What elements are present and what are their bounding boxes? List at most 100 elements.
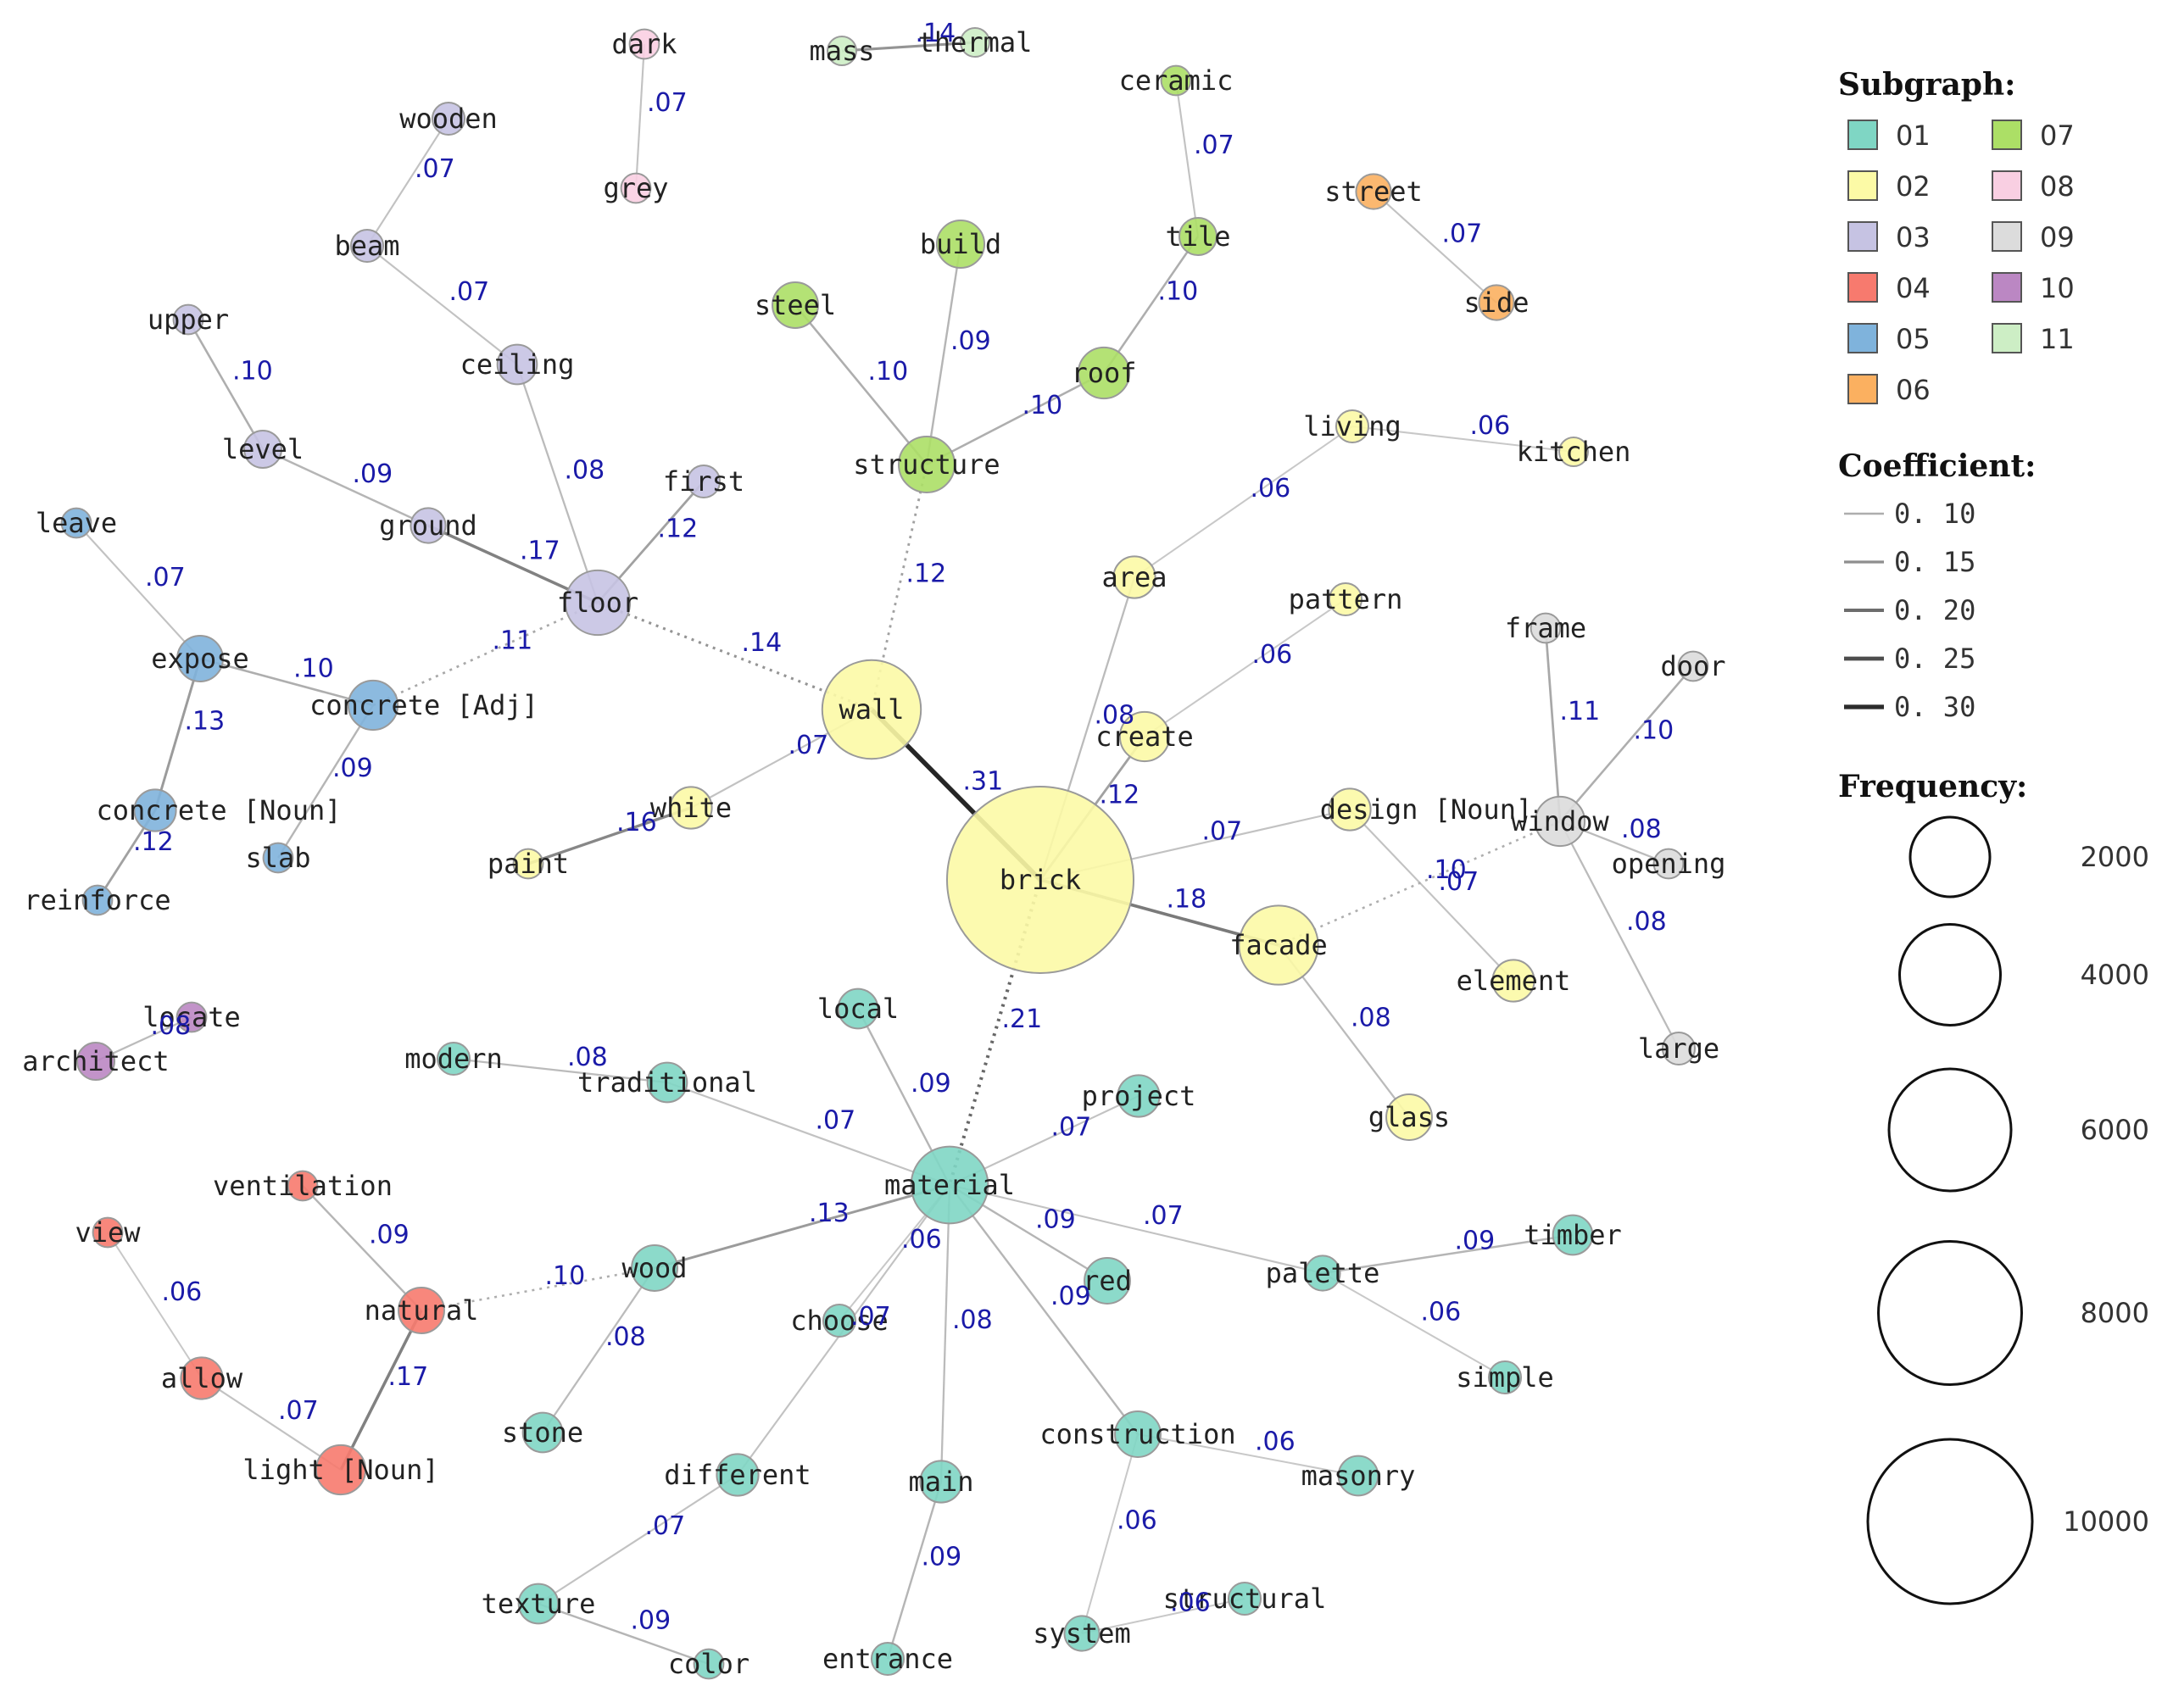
edge-weight-label: .13	[809, 1199, 850, 1228]
node-label: entrance	[822, 1643, 953, 1675]
node-slab: slab	[245, 842, 310, 874]
node-circle	[1077, 346, 1131, 400]
node-label: ceiling	[460, 348, 575, 381]
node-color: color	[668, 1648, 749, 1680]
node-ventilation: ventilation	[213, 1170, 393, 1202]
legend-swatch-03	[1847, 221, 1878, 252]
node-label: living	[1303, 410, 1401, 442]
node-label: floor	[557, 587, 638, 619]
edge-construction-system	[1081, 1433, 1139, 1634]
node-circle	[1355, 173, 1392, 210]
node-architect: architect	[22, 1042, 170, 1081]
legend-subgraph-label: 10	[2040, 272, 2075, 304]
edge-weight-label: .09	[1455, 1227, 1496, 1256]
node-circle	[693, 1648, 725, 1680]
node-label: expose	[151, 643, 249, 675]
edge-structure-build	[925, 243, 962, 465]
node-main: main	[908, 1460, 974, 1504]
node-label: brick	[1000, 864, 1081, 896]
legend-coefficient-label: 0. 30	[1894, 691, 1975, 723]
node-circle	[1304, 1255, 1341, 1292]
edge-weight-label: .07	[145, 563, 186, 593]
node-opening: opening	[1612, 848, 1726, 880]
node-light: light [Noun]	[242, 1444, 439, 1496]
node-circle	[133, 788, 177, 832]
node-circle	[1335, 409, 1370, 444]
legend-swatch-08	[1992, 170, 2022, 201]
node-circle	[821, 659, 922, 760]
node-circle	[919, 1460, 963, 1504]
edge-weight-label: .09	[332, 754, 373, 783]
node-label: local	[817, 993, 899, 1025]
edge-tile-ceramic	[1174, 80, 1200, 237]
edge-expose-leave	[75, 522, 201, 659]
edge-weight-label: .06	[162, 1277, 203, 1307]
edge-weight-label: .06	[1470, 411, 1511, 441]
edge-weight-label: .16	[616, 808, 657, 837]
node-circle	[837, 988, 879, 1030]
edge-white-paint	[527, 806, 692, 865]
node-leave: leave	[36, 507, 117, 539]
node-label: thermal	[918, 26, 1033, 58]
edge-wall-floor	[597, 601, 872, 711]
node-label: palette	[1266, 1257, 1380, 1289]
node-circle	[910, 1145, 989, 1225]
edge-weight-label: .12	[1100, 781, 1140, 810]
node-label: ventilation	[213, 1170, 393, 1202]
node-circle	[347, 679, 399, 732]
legend-subgraph-label: 02	[1896, 170, 1931, 203]
edge-weight-label: .31	[963, 767, 1004, 797]
edge-weight-label: .09	[911, 1069, 951, 1099]
edge-structure-steel	[794, 304, 928, 465]
node-circle	[646, 1061, 688, 1104]
edge-weight-label: .07	[415, 154, 455, 184]
edge-weight-label: .07	[278, 1396, 319, 1426]
edge-weight-label: .06	[1251, 474, 1291, 503]
edge-living-kitchen	[1351, 426, 1574, 453]
node-circle	[827, 36, 857, 66]
legend-subgraph-label: 01	[1896, 120, 1931, 152]
legend-frequency-circle	[1898, 923, 2002, 1026]
node-upper: upper	[148, 303, 229, 336]
node-circle	[172, 303, 204, 336]
edge-weight-label: .08	[1621, 815, 1662, 844]
node-beam: beam	[334, 228, 400, 264]
legend-coefficient-label: 0. 10	[1894, 498, 1975, 530]
node-view: view	[75, 1216, 141, 1249]
edge-ground-level	[262, 448, 429, 527]
legend-swatch-02	[1847, 170, 1878, 201]
legend-subgraph-title: Subgraph:	[1838, 67, 2015, 103]
legend-swatch-10	[1992, 272, 2022, 303]
legend-coefficient-label: 0. 25	[1894, 643, 1975, 675]
node-circle	[686, 464, 722, 499]
node-glass: glass	[1368, 1093, 1450, 1141]
node-label: door	[1660, 650, 1725, 682]
node-circle	[960, 27, 990, 58]
legend-coefficient-items: 0. 100. 150. 200. 250. 30	[1844, 498, 1975, 723]
legend-subgraph-label: 05	[1896, 323, 1931, 355]
edge-weight-label: .07	[788, 731, 829, 760]
edge-weight-label: .11	[493, 626, 533, 656]
edge-weight-label: .09	[631, 1606, 671, 1636]
node-label: large	[1638, 1032, 1719, 1065]
edge-weight-label: .21	[1002, 1004, 1043, 1034]
node-paint: paint	[488, 848, 569, 880]
edge-dark-grey	[634, 43, 646, 189]
legend-swatch-04	[1847, 272, 1878, 303]
node-wood: wood	[621, 1244, 688, 1292]
node-circle	[669, 786, 713, 830]
edge-facade-window	[1278, 820, 1561, 947]
edges-layer	[75, 41, 1694, 1666]
node-label: wood	[621, 1252, 687, 1284]
node-label: facade	[1229, 929, 1328, 961]
edge-weight-label: .10	[232, 357, 273, 387]
node-locate: locate	[142, 1001, 241, 1033]
edge-weight-label: .06	[1421, 1298, 1462, 1327]
node-element: element	[1457, 959, 1570, 1003]
node-structure: structure	[853, 436, 1000, 493]
edge-weight-label: .07	[647, 88, 688, 118]
node-timber: timber	[1524, 1214, 1622, 1256]
node-circle	[1337, 1455, 1379, 1497]
